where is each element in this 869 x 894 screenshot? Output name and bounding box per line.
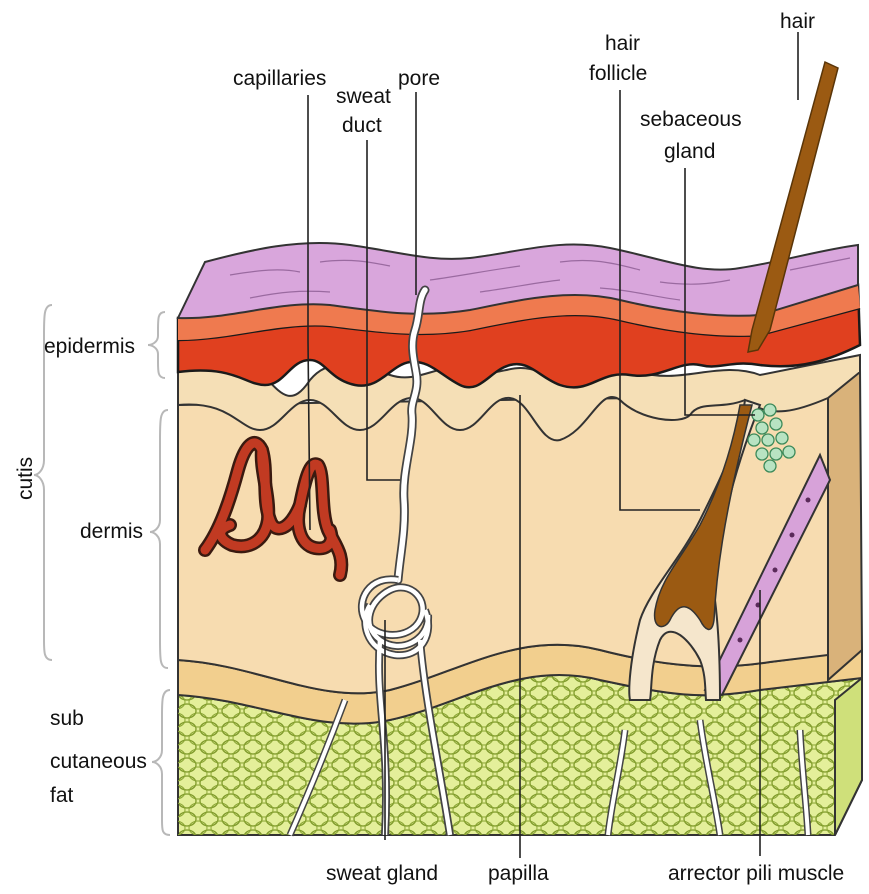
label-sebaceous-gland-line1: sebaceous xyxy=(640,108,742,131)
label-sweat-duct-line2: duct xyxy=(342,114,382,137)
label-pore: pore xyxy=(398,67,440,90)
label-sweat-duct-line1: sweat xyxy=(336,85,391,108)
label-capillaries: capillaries xyxy=(233,67,326,90)
label-epidermis: epidermis xyxy=(44,335,135,358)
label-subcutaneous-line1: sub xyxy=(50,707,84,730)
label-hair-follicle-line1: hair xyxy=(605,32,640,55)
label-subcutaneous-line2: cutaneous xyxy=(50,750,147,773)
label-hair-follicle-line2: follicle xyxy=(589,62,647,85)
label-subcutaneous-line3: fat xyxy=(50,784,74,807)
label-dermis: dermis xyxy=(80,520,143,543)
label-papilla: papilla xyxy=(488,862,549,885)
label-sweat-gland: sweat gland xyxy=(326,862,438,885)
dermis-brace xyxy=(150,410,168,668)
label-cutis: cutis xyxy=(14,457,37,500)
label-sebaceous-gland-line2: gland xyxy=(664,140,715,163)
subcutaneous-brace xyxy=(152,690,170,835)
label-arrector-pili-muscle: arrector pili muscle xyxy=(668,862,844,885)
epidermis-brace xyxy=(148,312,165,378)
label-hair: hair xyxy=(780,10,815,33)
